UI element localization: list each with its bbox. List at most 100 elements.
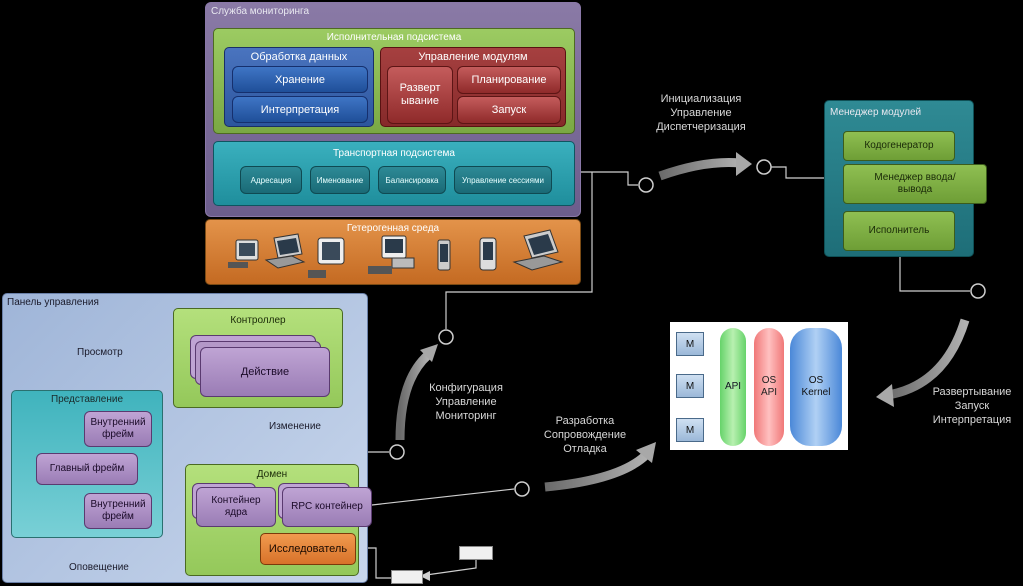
data-processing-panel: Обработка данных Хранение Интерпретация	[224, 47, 374, 127]
os-stack-panel: M M M API OS API OS Kernel	[670, 322, 848, 450]
flow-middle-3: Мониторинг	[435, 410, 497, 422]
os-api-line2: API	[760, 387, 778, 398]
flow-label-dev: Разработка Сопровождение Отладка	[530, 414, 640, 456]
monitoring-connector-line	[578, 171, 638, 186]
os-api-line1: OS	[761, 375, 777, 386]
connector-circle-module-manager	[756, 159, 772, 175]
module-mgmt-title: Управление модулям	[418, 51, 528, 63]
io-manager-block[interactable]: Менеджер ввода/вывода	[843, 164, 987, 204]
laptop-icon-1	[264, 233, 306, 269]
os-api-layer[interactable]: OS API	[754, 328, 784, 446]
bottom-arrow-head	[420, 571, 430, 581]
os-kernel-layer[interactable]: OS Kernel	[790, 328, 842, 446]
monitoring-service-panel: Служба мониторинга Исполнительная подсис…	[205, 2, 581, 217]
arrow-head-dev	[636, 442, 656, 463]
flow-right-2: Запуск	[954, 400, 990, 412]
module-m-1[interactable]: M	[676, 332, 704, 356]
monitor-icon	[308, 237, 345, 278]
arrow-to-os-dev	[544, 451, 650, 492]
flow-top-1: Инициализация	[660, 93, 742, 105]
flow-label-right: Развертывание Запуск Интерпретация	[916, 385, 1023, 427]
deploy-label-line1: Разверт	[399, 82, 441, 94]
module-manager-panel: Менеджер модулей Кодогенератор Менеджер …	[824, 100, 987, 257]
launch-block[interactable]: Запуск	[457, 96, 561, 124]
rpc-container-block[interactable]: RPC контейнер	[282, 487, 372, 527]
view-panel: Представление Внутренний фрейм Главный ф…	[11, 390, 163, 538]
module-manager-connector-line	[771, 166, 825, 179]
deploy-label-line2: ывание	[400, 95, 440, 107]
flow-right-3: Интерпретация	[932, 414, 1012, 426]
change-label: Изменение	[269, 421, 321, 432]
arrow-head-monitoring	[420, 344, 438, 362]
hetero-env-title: Гетерогенная среда	[346, 223, 440, 234]
view-panel-title: Представление	[50, 394, 124, 405]
bottom-box-1	[391, 570, 423, 584]
connector-circle-right	[970, 283, 986, 299]
codegen-block[interactable]: Кодогенератор	[843, 131, 955, 161]
inner-frame-2[interactable]: Внутренний фрейм	[84, 493, 152, 529]
data-processing-title: Обработка данных	[250, 51, 348, 63]
module-manager-title: Менеджер модулей	[830, 107, 922, 118]
pc-icon	[368, 235, 415, 274]
explorer-block[interactable]: Исследователь	[260, 533, 356, 565]
action-block[interactable]: Действие	[200, 347, 330, 397]
flow-dev-3: Отладка	[563, 443, 607, 455]
monitoring-down-line	[445, 172, 593, 329]
flow-dev-2: Сопровождение	[543, 429, 627, 441]
arrow-head-os-stack	[876, 384, 894, 407]
connector-circle-monitoring	[638, 177, 654, 193]
flow-middle-1: Конфигурация	[429, 382, 503, 394]
plan-block[interactable]: Планирование	[457, 66, 561, 94]
exec-subsystem-panel: Исполнительная подсистема Обработка данн…	[213, 28, 575, 134]
connector-circle-dev	[514, 481, 530, 497]
session-mgmt-block[interactable]: Управление сессиями	[454, 166, 552, 194]
executor-block[interactable]: Исполнитель	[843, 211, 955, 251]
os-kernel-line1: OS	[808, 375, 824, 386]
connector-circle-control	[438, 329, 454, 345]
transport-subsystem-panel: Транспортная подсистема Адресация Именов…	[213, 141, 575, 206]
naming-block[interactable]: Именование	[310, 166, 370, 194]
storage-block[interactable]: Хранение	[232, 66, 368, 93]
module-mgmt-panel: Управление модулям Разверт ывание Планир…	[380, 47, 566, 127]
inner-frame-1[interactable]: Внутренний фрейм	[84, 411, 152, 447]
bottom-box-2	[459, 546, 493, 560]
arrow-to-monitoring	[395, 351, 432, 441]
flow-label-top: Инициализация Управление Диспетчеризация	[645, 92, 757, 134]
exec-subsystem-title: Исполнительная подсистема	[326, 32, 462, 43]
module-m-2[interactable]: M	[676, 374, 704, 398]
controller-panel: Контроллер Действие	[173, 308, 343, 408]
flow-dev-1: Разработка	[555, 415, 615, 427]
module-m-3[interactable]: M	[676, 418, 704, 442]
arrow-to-module-manager	[658, 158, 741, 181]
hetero-env-panel: Гетерогенная среда	[205, 219, 581, 285]
flow-top-3: Диспетчеризация	[656, 121, 746, 133]
flow-label-middle: Конфигурация Управление Мониторинг	[418, 381, 514, 423]
notify-label: Оповещение	[69, 562, 129, 573]
view-flow-label: Просмотр	[77, 347, 123, 358]
flow-top-2: Управление	[670, 107, 732, 119]
domain-title: Домен	[256, 469, 288, 480]
api-layer[interactable]: API	[720, 328, 746, 446]
flow-right-1: Развертывание	[932, 386, 1012, 398]
transport-subsystem-title: Транспортная подсистема	[332, 148, 455, 159]
domain-panel: Домен Контейнер ядра RPC контейнер Иссле…	[185, 464, 372, 576]
rpc-connector-line	[344, 488, 515, 509]
module-manager-bottom-line	[899, 257, 970, 292]
flow-middle-2: Управление	[435, 396, 497, 408]
laptop-icon-2	[512, 229, 564, 271]
control-panel-title: Панель управления	[7, 297, 99, 308]
kernel-container-block[interactable]: Контейнер ядра	[196, 487, 276, 527]
phone-icon	[437, 239, 451, 271]
interpretation-block[interactable]: Интерпретация	[232, 96, 368, 123]
main-frame[interactable]: Главный фрейм	[36, 453, 138, 485]
deploy-block[interactable]: Разверт ывание	[387, 66, 453, 124]
arrow-head-module-manager	[736, 152, 752, 176]
devices-illustration	[228, 229, 564, 278]
arrow-to-os-stack	[887, 318, 970, 400]
desktop-icon-1	[228, 239, 259, 268]
os-kernel-line2: Kernel	[801, 387, 831, 398]
pda-icon	[479, 237, 497, 271]
controller-title: Контроллер	[230, 315, 286, 326]
balancing-block[interactable]: Балансировка	[378, 166, 446, 194]
addressing-block[interactable]: Адресация	[240, 166, 302, 194]
